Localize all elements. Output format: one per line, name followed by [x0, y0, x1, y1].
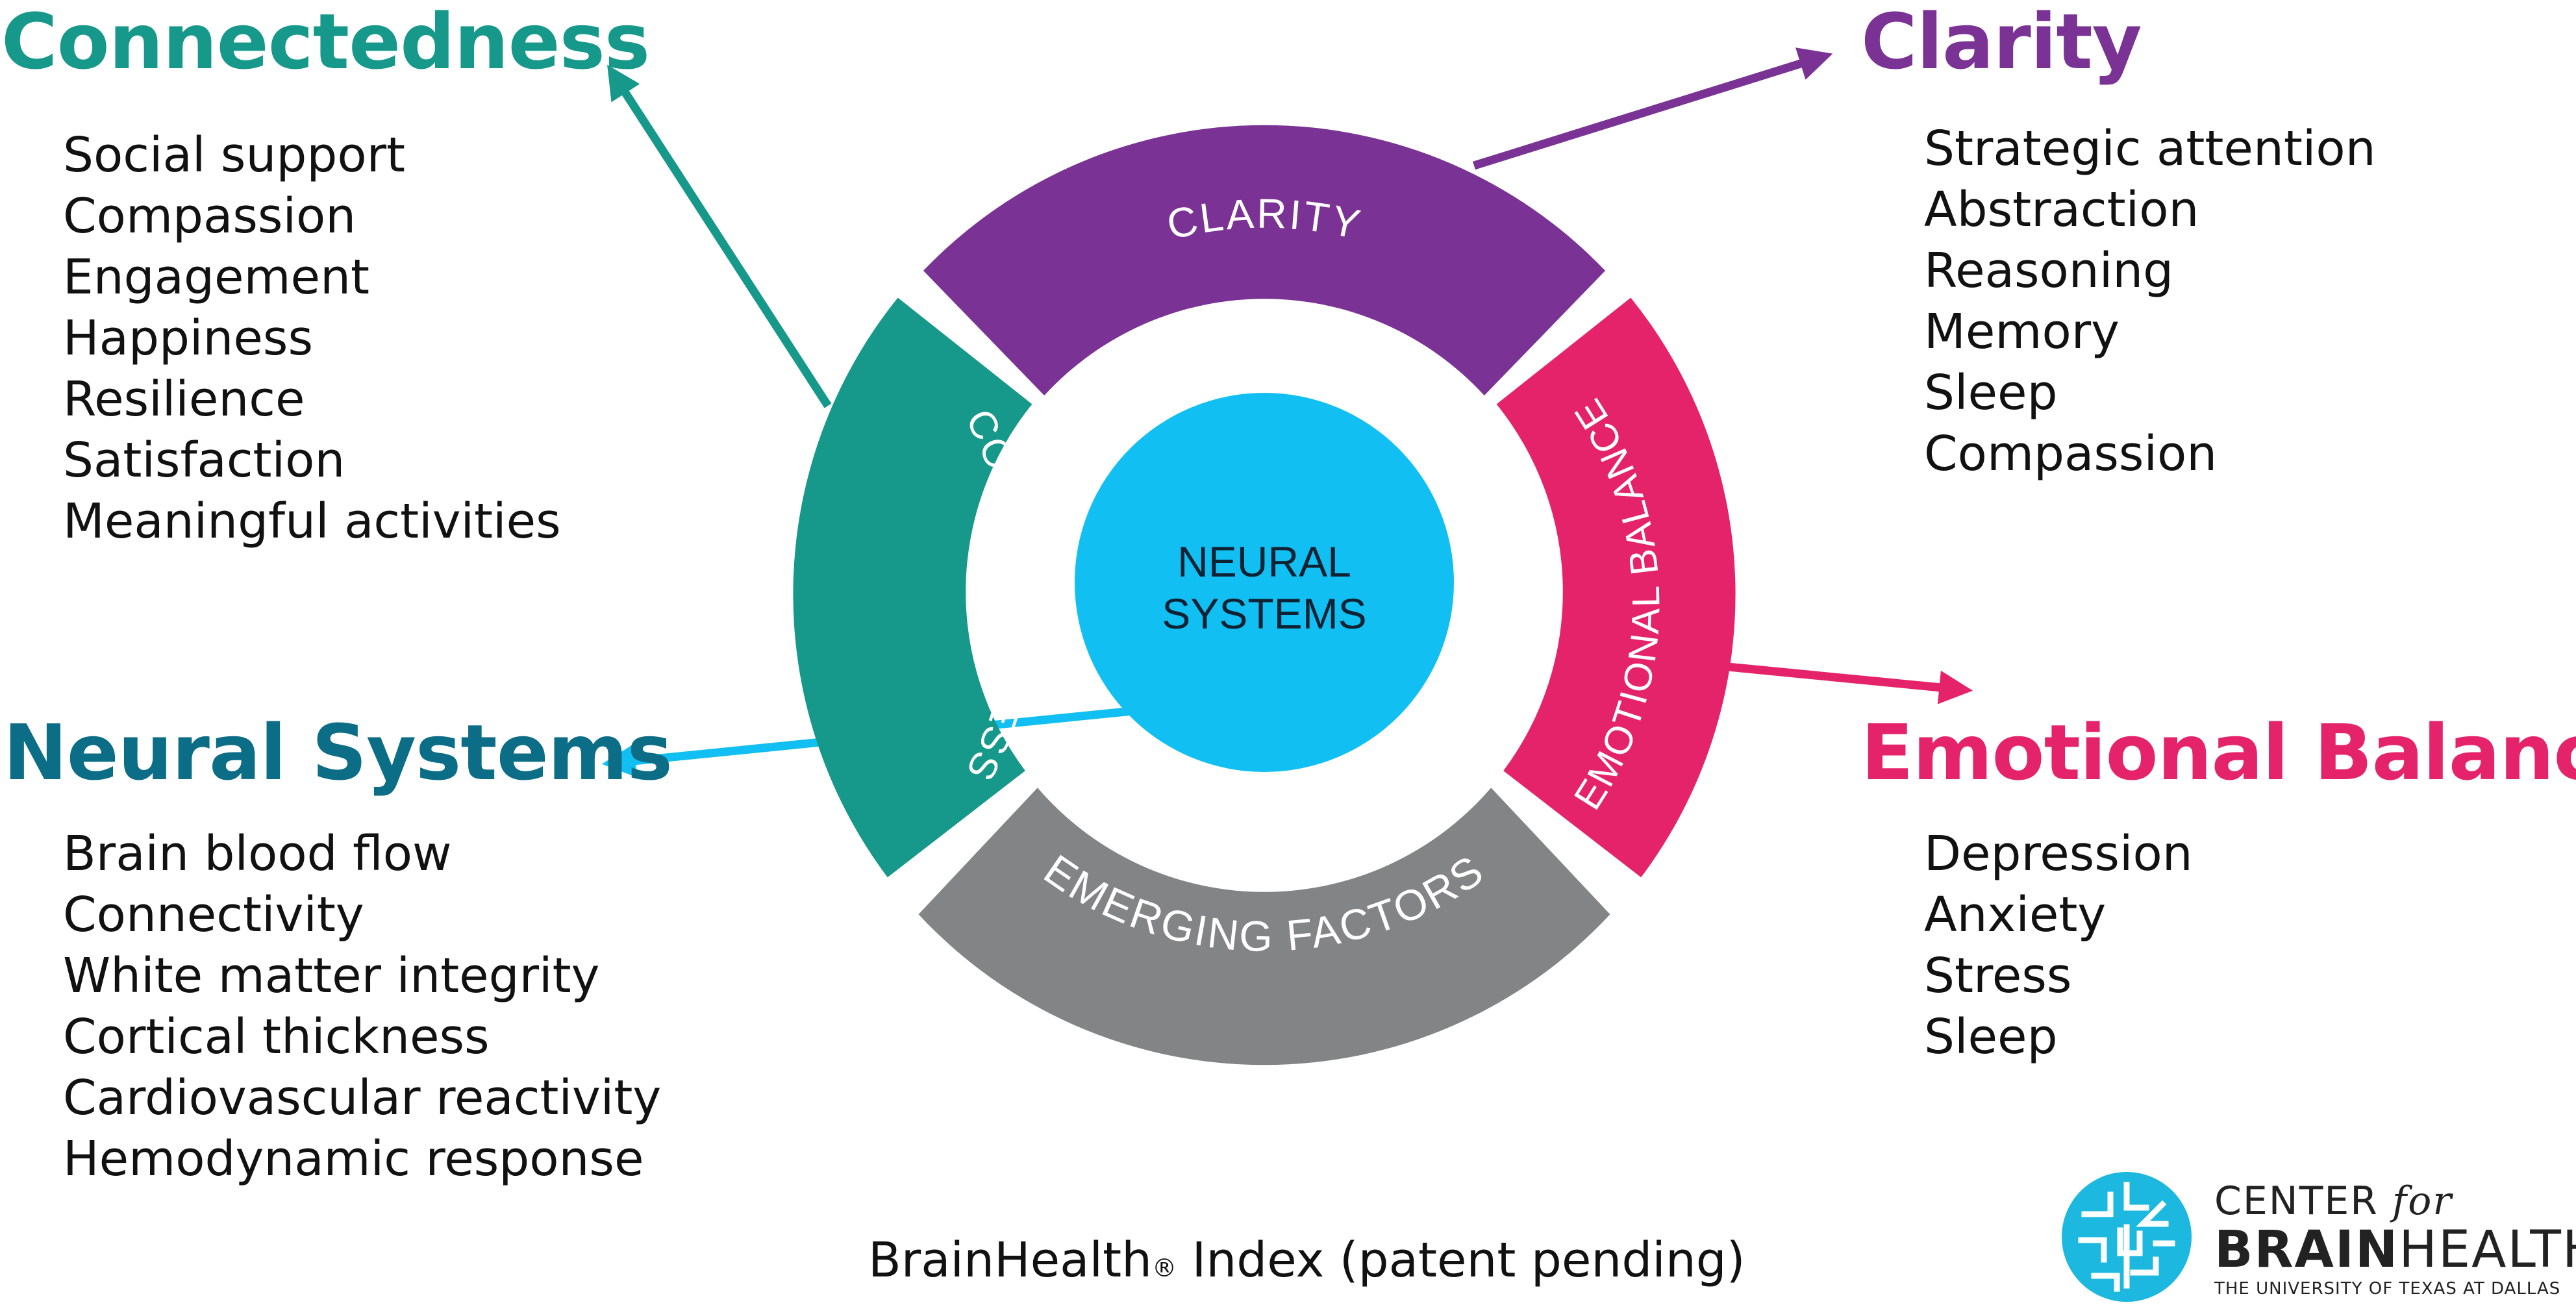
list-item: Social support [63, 127, 406, 183]
logo-center-for: CENTER for [2214, 1178, 2453, 1224]
list-item: Anxiety [1924, 887, 2107, 943]
brain-maze-icon [2062, 1172, 2192, 1302]
neural-systems-circle [1075, 393, 1454, 772]
list-item: Reasoning [1924, 243, 2174, 299]
list-item: Compassion [1924, 426, 2218, 482]
list-item: White matter integrity [63, 948, 600, 1004]
list-item: Brain blood flow [63, 826, 452, 882]
list-item: Sleep [1924, 365, 2058, 421]
heading-connectedness: Connectedness [1, 0, 650, 86]
heading-emotional-balance: Emotional Balance [1861, 708, 2576, 797]
ring-segment-clarity [923, 125, 1606, 396]
arrow-to-emotional-balance [1714, 661, 1973, 704]
center-label-line2: SYSTEMS [1162, 590, 1366, 638]
logo-brainhealth: BRAINHEALTH® [2214, 1221, 2576, 1279]
list-item: Satisfaction [63, 432, 345, 488]
center-label-line1: NEURAL [1177, 538, 1351, 586]
list-item: Happiness [63, 310, 314, 366]
arrow-to-clarity [1473, 47, 1833, 170]
emotional-balance-list: Depression Anxiety Stress Sleep [1924, 823, 2193, 1067]
footer-registered-mark: ® [1152, 1254, 1177, 1282]
center-for-brainhealth-logo: CENTER for BRAINHEALTH® THE UNIVERSITY O… [2058, 1169, 2576, 1305]
connectedness-list: Social support Compassion Engagement Hap… [63, 125, 561, 552]
footer-brand: BrainHealth [868, 1232, 1152, 1288]
heading-neural-systems: Neural Systems [3, 708, 673, 797]
list-item: Abstraction [1924, 182, 2199, 238]
list-item: Strategic attention [1924, 121, 2376, 177]
list-item: Depression [1924, 826, 2193, 882]
list-item: Stress [1924, 948, 2072, 1004]
ring-segment-emotional-balance [1496, 297, 1736, 878]
list-item: Resilience [63, 371, 305, 427]
arrow-to-connectedness [607, 64, 832, 408]
ring-segment-connectedness [793, 297, 1032, 878]
list-item: Sleep [1924, 1009, 2058, 1065]
heading-clarity: Clarity [1861, 0, 2142, 86]
list-item: Compassion [63, 188, 356, 244]
footer-rest: Index (patent pending) [1177, 1232, 1745, 1288]
list-item: Meaningful activities [63, 493, 561, 549]
list-item: Engagement [63, 249, 370, 305]
list-item: Connectivity [63, 887, 364, 943]
neural-systems-list: Brain blood flow Connectivity White matt… [63, 823, 661, 1189]
list-item: Hemodynamic response [63, 1131, 644, 1187]
list-item: Cardiovascular reactivity [63, 1070, 662, 1126]
logo-university: THE UNIVERSITY OF TEXAS AT DALLAS [2214, 1279, 2561, 1299]
list-item: Memory [1924, 304, 2120, 360]
clarity-list: Strategic attention Abstraction Reasonin… [1924, 118, 2376, 484]
ring-segment-emerging-factors [918, 788, 1610, 1065]
footer-caption: BrainHealth® Index (patent pending) [868, 1232, 1745, 1288]
list-item: Cortical thickness [63, 1009, 490, 1065]
